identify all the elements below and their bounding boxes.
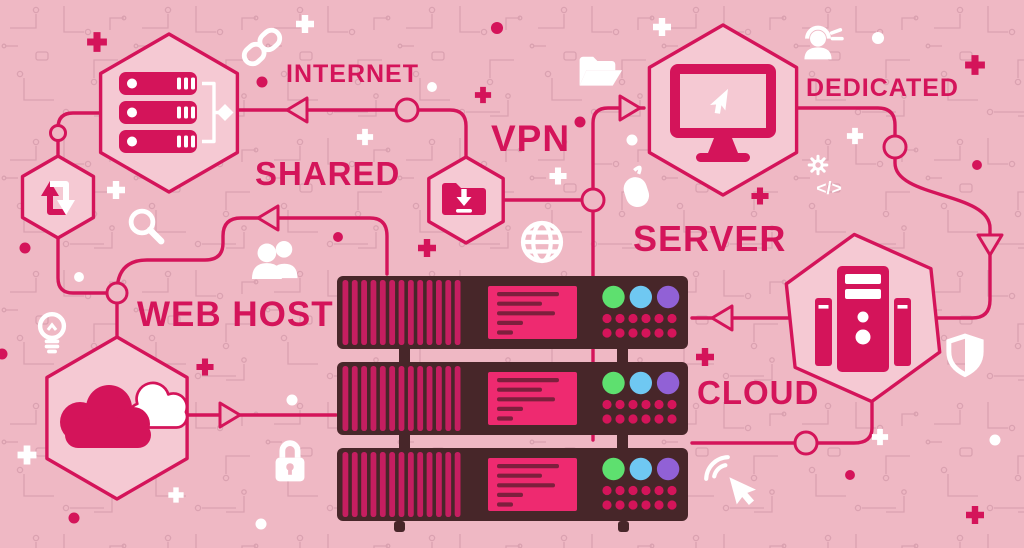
monitor-cursor-icon [670,64,776,162]
dot-icon [286,394,298,406]
indicator-light [656,285,680,309]
indicator-light [602,371,625,395]
hex-monitor[interactable] [647,23,799,197]
connector-lines [56,106,992,445]
indicator-light [656,457,680,481]
node-circle [49,124,67,142]
hex-tower-server[interactable] [782,227,944,409]
indicator-light [629,285,652,309]
line-vpn-junction [501,106,646,442]
sync-arrows-icon [41,181,75,215]
indicator-light [656,371,680,395]
node-circle [105,281,129,305]
cloud-icon [60,381,189,448]
dot-icon [333,232,343,242]
dot-icon [255,518,267,530]
dot-icon [845,470,855,480]
connector-nodes [49,97,908,456]
folder-download-icon [442,183,486,215]
hex-sync[interactable] [20,154,96,240]
hex-vpn-folder[interactable] [427,155,505,245]
hex-server-stack[interactable] [98,32,240,194]
line-internet [235,108,468,158]
rack-unit [337,362,688,435]
node-circle [793,430,819,456]
hex-cloud[interactable] [45,335,189,501]
indicator-light [602,285,625,309]
indicator-light [629,457,652,481]
dot-icon [972,160,982,170]
server-rack[interactable] [337,276,688,532]
node-circle [882,134,908,160]
dot-icon [626,134,638,146]
dot-icon [490,21,504,35]
dot-icon [989,434,1001,446]
indicator-light [602,457,625,481]
line-dedicated [795,106,992,320]
dot-icon [19,242,31,254]
tower-server-icon [815,266,911,372]
rack-unit [337,448,688,521]
dot-icon [574,116,586,128]
dot-icon [427,82,437,92]
dot-icon [74,272,84,282]
node-circle [394,97,420,123]
line-cloud-branch [690,398,874,445]
line-shared-snake [115,216,389,294]
code-icon [816,178,842,198]
server-stack-icon [119,72,234,153]
dot-icon [256,76,268,88]
dot-icon [68,512,80,524]
node-circle [580,187,606,213]
dot-icon [871,31,885,45]
rack-unit [337,276,688,349]
indicator-light [629,371,652,395]
